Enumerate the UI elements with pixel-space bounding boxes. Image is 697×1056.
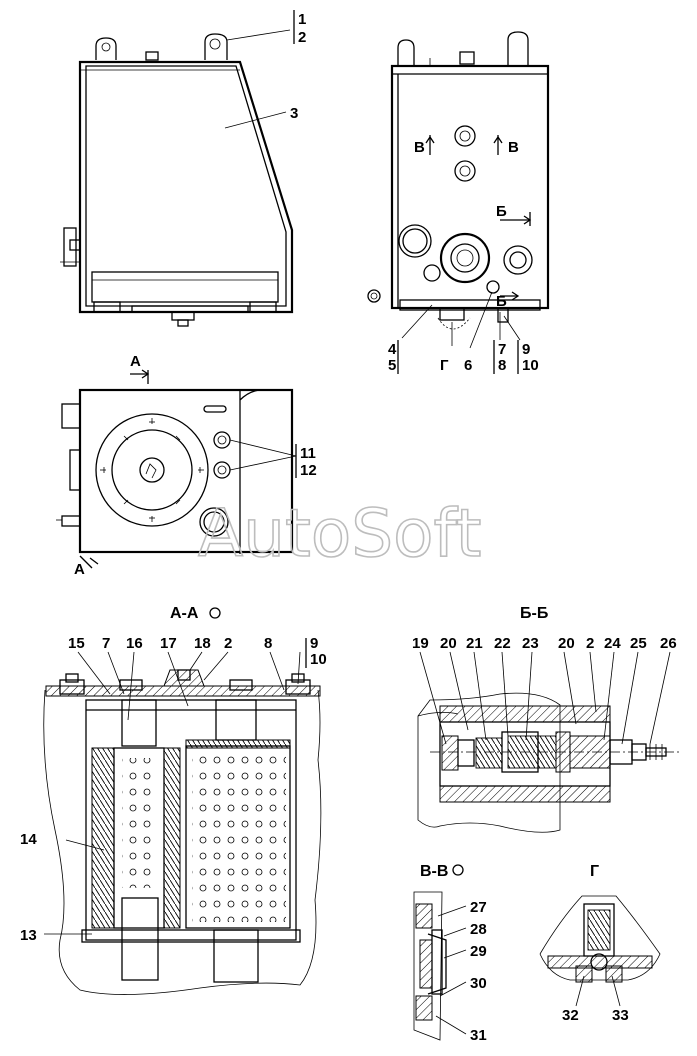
- marker-v-left: В: [414, 139, 425, 156]
- callout-3: 3: [290, 105, 298, 122]
- marker-b-top: Б: [496, 203, 507, 220]
- marker-a-bottom: А: [74, 561, 85, 578]
- callout-27: 27: [470, 899, 487, 916]
- section-v-v: [413, 864, 467, 1041]
- callout-33: 33: [612, 1007, 629, 1024]
- view-g: [539, 895, 661, 1007]
- title-section-a-a: А-А: [170, 605, 199, 622]
- watermark: AutoSoft: [198, 495, 481, 572]
- marker-a-top: А: [130, 353, 141, 370]
- callout-19: 19: [412, 635, 429, 652]
- callout-32: 32: [562, 1007, 579, 1024]
- callout-18: 18: [194, 635, 211, 652]
- callout-12: 12: [300, 462, 317, 479]
- callout-11: 11: [300, 445, 316, 462]
- callout-aa-9: 9: [310, 635, 318, 652]
- callout-31: 31: [470, 1027, 487, 1044]
- callout-aa-7: 7: [102, 635, 110, 652]
- callout-8: 8: [498, 357, 506, 374]
- marker-v-right: В: [508, 139, 519, 156]
- callout-aa-10: 10: [310, 651, 327, 668]
- callout-7: 7: [498, 341, 506, 358]
- callout-9: 9: [522, 341, 530, 358]
- callout-5: 5: [388, 357, 396, 374]
- callout-16: 16: [126, 635, 143, 652]
- callout-29: 29: [470, 943, 487, 960]
- callout-30: 30: [470, 975, 487, 992]
- callout-25: 25: [630, 635, 647, 652]
- callout-20: 20: [440, 635, 457, 652]
- title-section-b-b: Б-Б: [520, 605, 548, 622]
- callout-bb-20: 20: [558, 635, 575, 652]
- title-section-v-v: В-В: [420, 863, 448, 880]
- callout-bb-2: 2: [586, 635, 594, 652]
- callout-4: 4: [388, 341, 397, 358]
- marker-g: Г: [440, 357, 449, 374]
- callout-1: 1: [298, 11, 306, 28]
- callout-21: 21: [466, 635, 483, 652]
- callout-22: 22: [494, 635, 511, 652]
- callout-26: 26: [660, 635, 677, 652]
- callout-15: 15: [68, 635, 85, 652]
- side-view: [367, 31, 550, 374]
- section-b-b: [417, 651, 680, 833]
- section-a-a: [43, 607, 322, 995]
- plan-view: [56, 369, 297, 569]
- callout-28: 28: [470, 921, 487, 938]
- callout-13: 13: [20, 927, 37, 944]
- callout-2: 2: [298, 29, 306, 46]
- callout-17: 17: [160, 635, 177, 652]
- callout-24: 24: [604, 635, 621, 652]
- callout-6: 6: [464, 357, 472, 374]
- front-view: [60, 10, 295, 327]
- callout-aa-2: 2: [224, 635, 232, 652]
- callout-aa-8: 8: [264, 635, 272, 652]
- marker-b-bottom: Б: [496, 293, 507, 310]
- callout-23: 23: [522, 635, 539, 652]
- callout-10: 10: [522, 357, 539, 374]
- callout-14: 14: [20, 831, 37, 848]
- title-view-g: Г: [590, 863, 599, 880]
